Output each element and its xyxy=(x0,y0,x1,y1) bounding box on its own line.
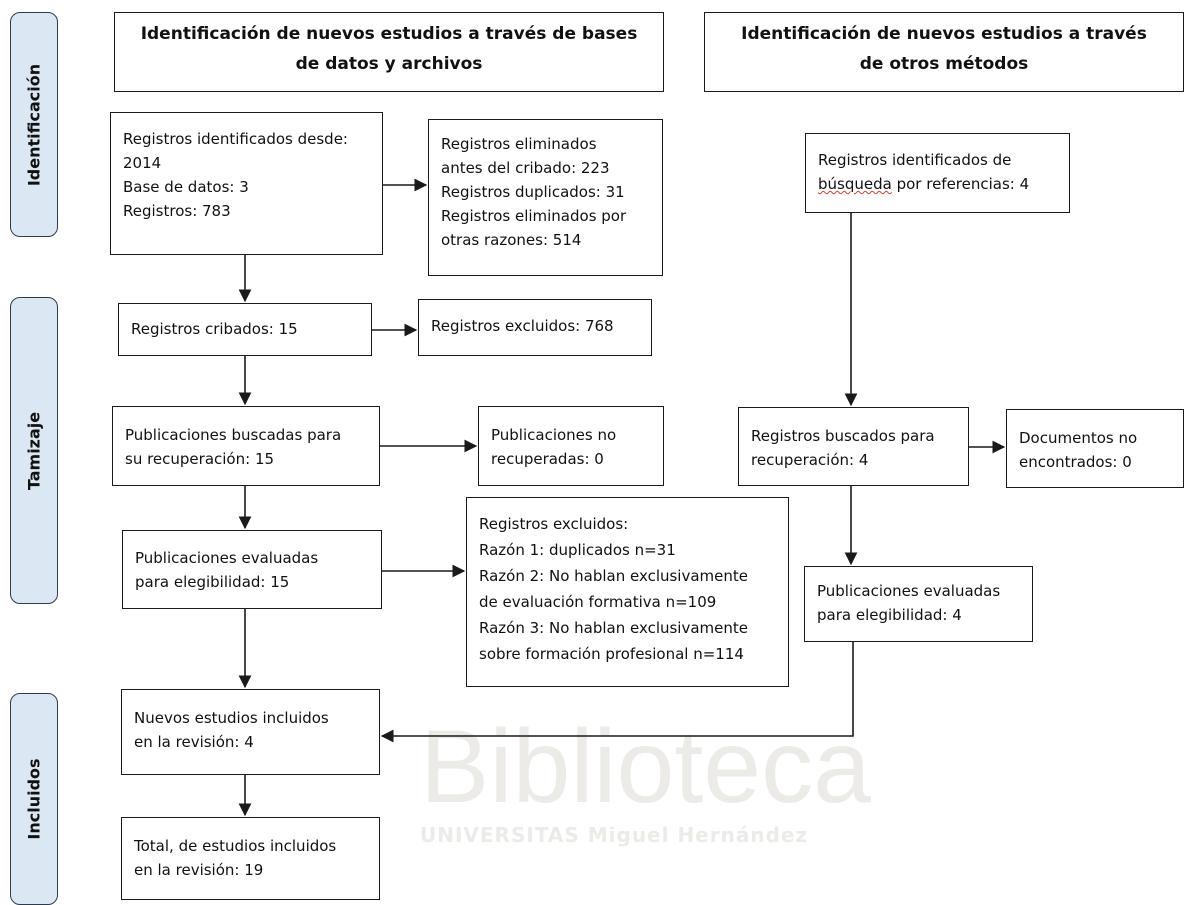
registros-referencias-line-1: Registros identificados de xyxy=(818,151,1012,169)
registros-identificados-line-3: Base de datos: 3 xyxy=(123,178,249,196)
header-bases-de-datos: Identificación de nuevos estudios a trav… xyxy=(114,12,664,92)
nuevos-estudios-line-1: Nuevos estudios incluidos xyxy=(134,709,329,727)
watermark-subtitle: UNIVERSITAS Miguel Hernández xyxy=(420,823,809,847)
registros-excluidos-razones-line-5: Razón 3: No hablan exclusivamente xyxy=(479,619,749,637)
box-publicaciones-no-recuperadas: Publicaciones no recuperadas: 0 xyxy=(478,406,664,486)
box-registros-eliminados: Registros eliminados antes del cribado: … xyxy=(428,119,663,276)
registros-excluidos-razones-line-4: de evaluación formativa n=109 xyxy=(479,593,717,611)
phase-incluidos: Incluidos xyxy=(10,693,58,905)
registros-eliminados-line-4: Registros eliminados por xyxy=(441,207,627,225)
registros-identificados-line-1: Registros identificados desde: xyxy=(123,130,348,148)
registros-referencias-line-2-rest: por referencias: 4 xyxy=(891,175,1030,193)
registros-excluidos-razones-line-3: Razón 2: No hablan exclusivamente xyxy=(479,567,749,585)
registros-cribados-text: Registros cribados: 15 xyxy=(131,320,298,338)
box-registros-buscados: Registros buscados para recuperación: 4 xyxy=(738,407,969,486)
publicaciones-no-recuperadas-line-2: recuperadas: 0 xyxy=(491,450,604,468)
registros-identificados-line-2: 2014 xyxy=(123,154,162,172)
phase-identificacion: Identificación xyxy=(10,12,58,237)
registros-excluidos-text: Registros excluidos: 768 xyxy=(431,317,614,335)
box-registros-cribados: Registros cribados: 15 xyxy=(118,303,372,356)
phase-identificacion-label: Identificación xyxy=(24,63,44,186)
publicaciones-buscadas-line-1: Publicaciones buscadas para xyxy=(125,426,342,444)
box-registros-identificados-referencias: Registros identificados de búsqueda por … xyxy=(805,133,1070,213)
spellcheck-word: búsqueda xyxy=(818,175,892,193)
total-estudios-line-2: en la revisión: 19 xyxy=(134,861,264,879)
documentos-no-encontrados-line-2: encontrados: 0 xyxy=(1019,453,1132,471)
publicaciones-buscadas-line-2: su recuperación: 15 xyxy=(125,450,275,468)
registros-referencias-line-2: búsqueda por referencias: 4 xyxy=(818,172,1057,196)
total-estudios-line-1: Total, de estudios incluidos xyxy=(134,837,337,855)
phase-tamizaje: Tamizaje xyxy=(10,297,58,604)
publicaciones-evaluadas-otros-line-2: para elegibilidad: 4 xyxy=(817,606,962,624)
header-left-line-1: Identificación de nuevos estudios a trav… xyxy=(140,24,638,44)
publicaciones-no-recuperadas-line-1: Publicaciones no xyxy=(491,426,617,444)
box-publicaciones-evaluadas-otros: Publicaciones evaluadas para elegibilida… xyxy=(804,566,1033,642)
nuevos-estudios-line-2: en la revisión: 4 xyxy=(134,733,254,751)
publicaciones-evaluadas-line-2: para elegibilidad: 15 xyxy=(135,573,290,591)
box-nuevos-estudios: Nuevos estudios incluidos en la revisión… xyxy=(121,689,380,775)
box-total-estudios: Total, de estudios incluidos en la revis… xyxy=(121,817,380,900)
header-right-line-2: de otros métodos xyxy=(859,54,1029,74)
publicaciones-evaluadas-line-1: Publicaciones evaluadas xyxy=(135,549,319,567)
registros-eliminados-line-3: Registros duplicados: 31 xyxy=(441,183,625,201)
registros-excluidos-razones-line-6: sobre formación profesional n=114 xyxy=(479,645,744,663)
registros-eliminados-line-2: antes del cribado: 223 xyxy=(441,159,610,177)
header-otros-metodos: Identificación de nuevos estudios a trav… xyxy=(704,12,1184,92)
phase-tamizaje-label: Tamizaje xyxy=(24,411,44,490)
header-right-line-1: Identificación de nuevos estudios a trav… xyxy=(741,24,1147,44)
registros-identificados-line-4: Registros: 783 xyxy=(123,202,231,220)
box-publicaciones-buscadas: Publicaciones buscadas para su recuperac… xyxy=(112,406,380,486)
header-left-line-2: de datos y archivos xyxy=(295,54,483,74)
registros-buscados-line-2: recuperación: 4 xyxy=(751,451,869,469)
documentos-no-encontrados-line-1: Documentos no xyxy=(1019,429,1138,447)
box-registros-excluidos: Registros excluidos: 768 xyxy=(418,299,652,356)
phase-incluidos-label: Incluidos xyxy=(24,758,44,840)
box-registros-excluidos-razones: Registros excluidos: Razón 1: duplicados… xyxy=(466,497,789,687)
registros-excluidos-razones-line-2: Razón 1: duplicados n=31 xyxy=(479,541,676,559)
registros-buscados-line-1: Registros buscados para xyxy=(751,427,935,445)
box-registros-identificados: Registros identificados desde: 2014 Base… xyxy=(110,112,383,255)
registros-eliminados-line-5: otras razones: 514 xyxy=(441,231,582,249)
box-documentos-no-encontrados: Documentos no encontrados: 0 xyxy=(1006,409,1184,488)
box-publicaciones-evaluadas: Publicaciones evaluadas para elegibilida… xyxy=(122,530,382,609)
registros-excluidos-razones-line-1: Registros excluidos: xyxy=(479,515,629,533)
biblioteca-watermark: Biblioteca UNIVERSITAS Miguel Hernández xyxy=(420,715,980,847)
registros-eliminados-line-1: Registros eliminados xyxy=(441,135,597,153)
watermark-title: Biblioteca xyxy=(420,709,871,825)
publicaciones-evaluadas-otros-line-1: Publicaciones evaluadas xyxy=(817,582,1001,600)
